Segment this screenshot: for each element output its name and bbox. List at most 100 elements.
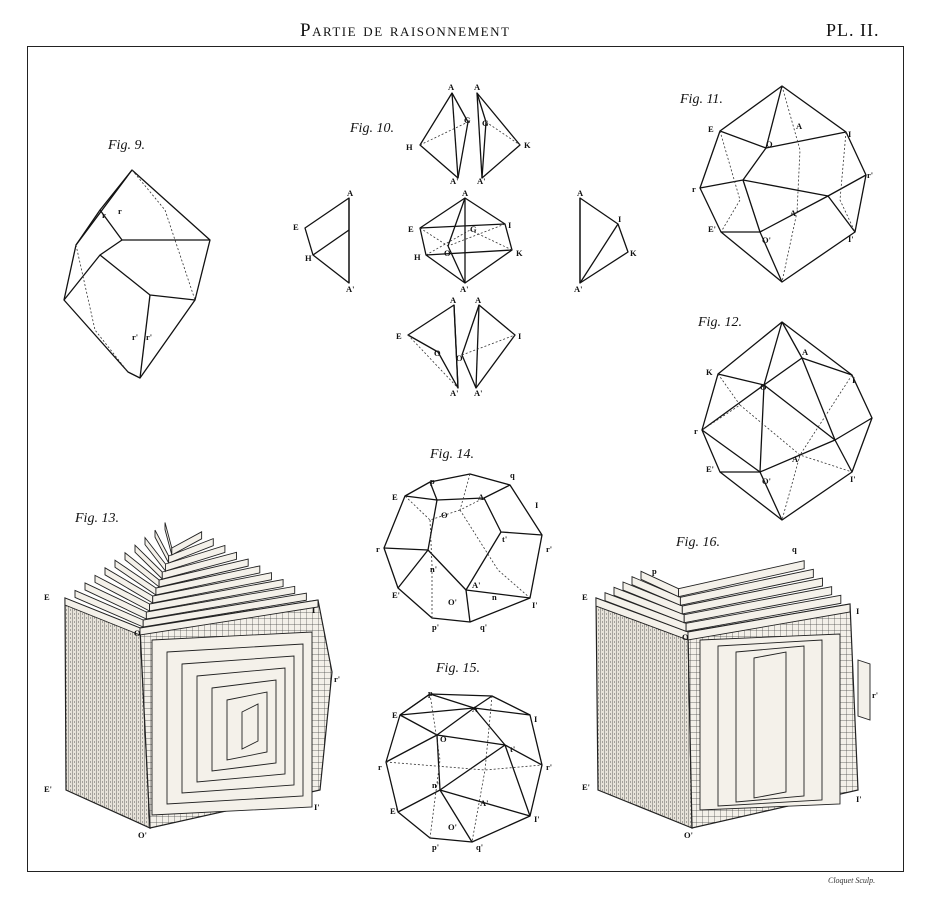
fig15-point: O' (448, 822, 457, 832)
fig13-step (155, 565, 261, 596)
fig16-roof-step (679, 568, 814, 606)
fig15-point: A' (480, 798, 489, 808)
fig10-point: H (305, 253, 312, 263)
fig13-square (241, 703, 259, 750)
fig14-edge (397, 549, 429, 589)
fig14-hidden-edge (459, 509, 531, 599)
fig14-point: E (392, 492, 398, 502)
fig10-tetra (407, 304, 459, 389)
fig13-step (161, 551, 237, 580)
fig12-edge (759, 471, 783, 521)
fig10-octa-outline (419, 197, 513, 284)
fig15-point: I (534, 714, 538, 724)
fig9-edge (99, 254, 196, 301)
fig14-edge (436, 484, 511, 501)
fig13-step (139, 599, 319, 636)
fig12-hidden-edge (799, 374, 853, 456)
fig14-point: I (535, 500, 539, 510)
fig9-point: r (118, 206, 122, 216)
fig14-label: Fig. 14. (429, 447, 474, 462)
fig11-point: E' (708, 224, 716, 234)
fig10-point: A (577, 188, 584, 198)
fig14-point: n' (430, 564, 437, 574)
fig16-point: O (682, 632, 689, 642)
fig14-edge (465, 589, 531, 599)
fig13-point: I (312, 605, 316, 615)
fig10-hidden-edge (419, 227, 449, 247)
fig10-hidden-edge (407, 334, 459, 389)
fig10-edge (447, 197, 466, 247)
fig12-edge (717, 321, 783, 386)
fig12-edge (834, 439, 853, 473)
fig11-label: Fig. 11. (679, 92, 723, 107)
fig14-point: A' (472, 580, 481, 590)
fig14-point: O' (448, 597, 457, 607)
fig12-point: O' (762, 476, 771, 486)
fig14-point: r' (546, 544, 552, 554)
fig9-edge (99, 209, 210, 241)
fig15-edge (439, 789, 473, 843)
fig16-point: E' (582, 782, 590, 792)
fig10-edge (475, 304, 480, 389)
fig15-point: p (428, 688, 433, 698)
fig15-hidden-edge (471, 695, 493, 843)
fig9-point: r (102, 210, 106, 220)
fig15-outline (385, 693, 543, 843)
fig11-edge (721, 179, 761, 233)
fig10-edge (425, 249, 513, 256)
fig10-point: E (408, 224, 414, 234)
fig12-point: r (694, 426, 698, 436)
fig13-diagram: Fig. 13. E I O r' E' O' I' (44, 511, 340, 840)
fig10-point: A' (574, 284, 583, 294)
fig16-point: O' (684, 830, 693, 840)
fig14-diagram: Fig. 14. p q E A I O r t' r' n' E' A' n … (376, 447, 552, 632)
fig9-edge (63, 239, 123, 301)
fig10-point: O (434, 348, 441, 358)
fig9-point: r' (146, 332, 152, 342)
fig10-hidden-edge (425, 229, 471, 256)
fig13-point: O (134, 628, 141, 638)
fig13-point: E (44, 592, 50, 602)
fig16-point: I (856, 606, 860, 616)
fig9-edge (139, 294, 151, 379)
fig13-step (152, 572, 272, 604)
fig12-hidden-edge (701, 373, 741, 431)
fig12-point: E' (706, 464, 714, 474)
plate-frame (27, 46, 904, 872)
fig14-point: A (478, 492, 485, 502)
fig14-point: O (441, 510, 448, 520)
fig16-point: q (792, 544, 797, 554)
fig16-side-block (857, 659, 871, 721)
fig10-edge (451, 92, 459, 179)
fig10-point: A (475, 295, 482, 305)
fig10-octahedron (419, 197, 513, 284)
fig10-point: E (396, 331, 402, 341)
fig11-point: A (796, 121, 803, 131)
fig13-label: Fig. 13. (74, 511, 119, 526)
plate-title: Partie de raisonnement (300, 20, 511, 41)
fig15-point: r' (546, 762, 552, 772)
fig10-point: I (518, 331, 522, 341)
fig11-point: E (708, 124, 714, 134)
fig14-edge (427, 531, 502, 591)
fig11-point: I' (848, 234, 854, 244)
fig14-point: t' (502, 534, 507, 544)
fig10-point: I (508, 220, 512, 230)
fig16-point: I' (856, 794, 862, 804)
fig11-edge (719, 85, 783, 149)
fig16-label: Fig. 16. (675, 535, 720, 550)
fig11-point: O' (762, 235, 771, 245)
fig10-point: A (474, 82, 481, 92)
fig15-edge (439, 789, 531, 817)
fig12-edge (801, 357, 836, 441)
fig10-point: A (462, 188, 469, 198)
fig11-point: A' (790, 208, 799, 218)
fig14-edge (383, 499, 438, 551)
fig9-point: r' (132, 332, 138, 342)
fig16-roof-step (683, 586, 833, 624)
fig10-tetra (304, 197, 350, 284)
fig15-point: I' (534, 814, 540, 824)
fig10-point: A (347, 188, 354, 198)
fig16-roof-step (681, 577, 823, 615)
fig13-point: r' (334, 674, 340, 684)
